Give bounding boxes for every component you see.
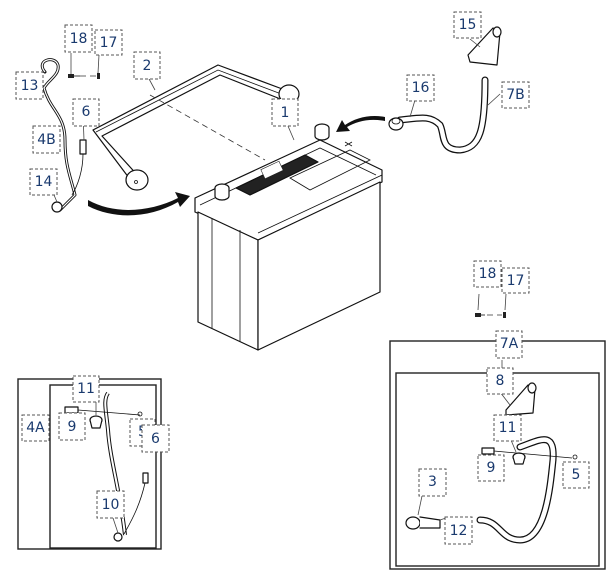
callout-17-right[interactable]: 17 xyxy=(501,267,530,294)
callout-18-right[interactable]: 18 xyxy=(473,260,502,288)
callout-label: 7A xyxy=(500,336,519,352)
callout-16[interactable]: 16 xyxy=(406,74,435,102)
inset-4a xyxy=(17,378,162,550)
callout-label: 10 xyxy=(102,497,120,513)
callout-label: 6 xyxy=(82,104,91,120)
bolt-nut-top xyxy=(68,73,100,79)
alignment-dashed-line xyxy=(149,94,266,161)
callout-label: 18 xyxy=(70,31,88,47)
callout-11-7a[interactable]: 11 xyxy=(493,414,522,442)
callout-label: 9 xyxy=(68,419,77,435)
callout-2[interactable]: 2 xyxy=(133,51,161,80)
negative-cable-4b xyxy=(40,58,87,213)
callout-label: 7B xyxy=(506,87,525,103)
callout-label: 3 xyxy=(428,474,437,490)
callout-12[interactable]: 12 xyxy=(444,516,473,545)
callout-11-4a[interactable]: 11 xyxy=(72,375,100,403)
callout-label: 1 xyxy=(281,105,290,121)
callout-label: 5 xyxy=(572,467,581,483)
callout-9-4a[interactable]: 9 xyxy=(58,412,86,441)
callout-10[interactable]: 10 xyxy=(96,490,125,519)
callout-label: 14 xyxy=(35,174,53,190)
callout-15[interactable]: 15 xyxy=(453,11,482,39)
callout-3[interactable]: 3 xyxy=(418,468,447,497)
callout-label: 8 xyxy=(496,373,505,389)
callout-label: 2 xyxy=(143,58,152,74)
callout-label: 18 xyxy=(479,266,497,282)
callout-6-main[interactable]: 6 xyxy=(72,98,100,127)
bolt-nut-right xyxy=(475,312,506,318)
callout-label: 6 xyxy=(151,431,160,447)
callout-label: 16 xyxy=(412,80,430,96)
callout-4a[interactable]: 4A xyxy=(21,414,50,442)
positive-cable-7b xyxy=(388,26,502,154)
callout-7b[interactable]: 7B xyxy=(501,81,530,109)
callout-17-top[interactable]: 17 xyxy=(94,29,123,56)
callout-label: 9 xyxy=(487,460,496,476)
battery xyxy=(194,123,383,351)
callout-label: 12 xyxy=(450,523,468,539)
install-arrow-right xyxy=(336,115,385,132)
callout-label: 17 xyxy=(507,273,525,289)
callout-label: 13 xyxy=(21,78,39,94)
callout-label: 15 xyxy=(459,17,477,33)
callout-8[interactable]: 8 xyxy=(486,367,514,395)
callout-1[interactable]: 1 xyxy=(271,98,299,127)
callout-13[interactable]: 13 xyxy=(15,71,44,100)
callout-5-7a[interactable]: 5 xyxy=(562,461,590,489)
callout-6-4a[interactable]: 6 xyxy=(141,424,170,453)
callout-4b[interactable]: 4B xyxy=(32,125,61,154)
callout-9-7a[interactable]: 9 xyxy=(477,454,505,482)
callout-label: 11 xyxy=(499,420,517,436)
install-arrow-left xyxy=(88,192,190,216)
callout-label: 4B xyxy=(37,132,56,148)
callout-label: 11 xyxy=(77,381,95,397)
callout-7a[interactable]: 7A xyxy=(495,330,523,359)
callout-14[interactable]: 14 xyxy=(29,168,58,196)
callout-label: 4A xyxy=(26,420,45,436)
callout-label: 17 xyxy=(100,35,118,51)
callout-18-top[interactable]: 18 xyxy=(64,24,93,53)
